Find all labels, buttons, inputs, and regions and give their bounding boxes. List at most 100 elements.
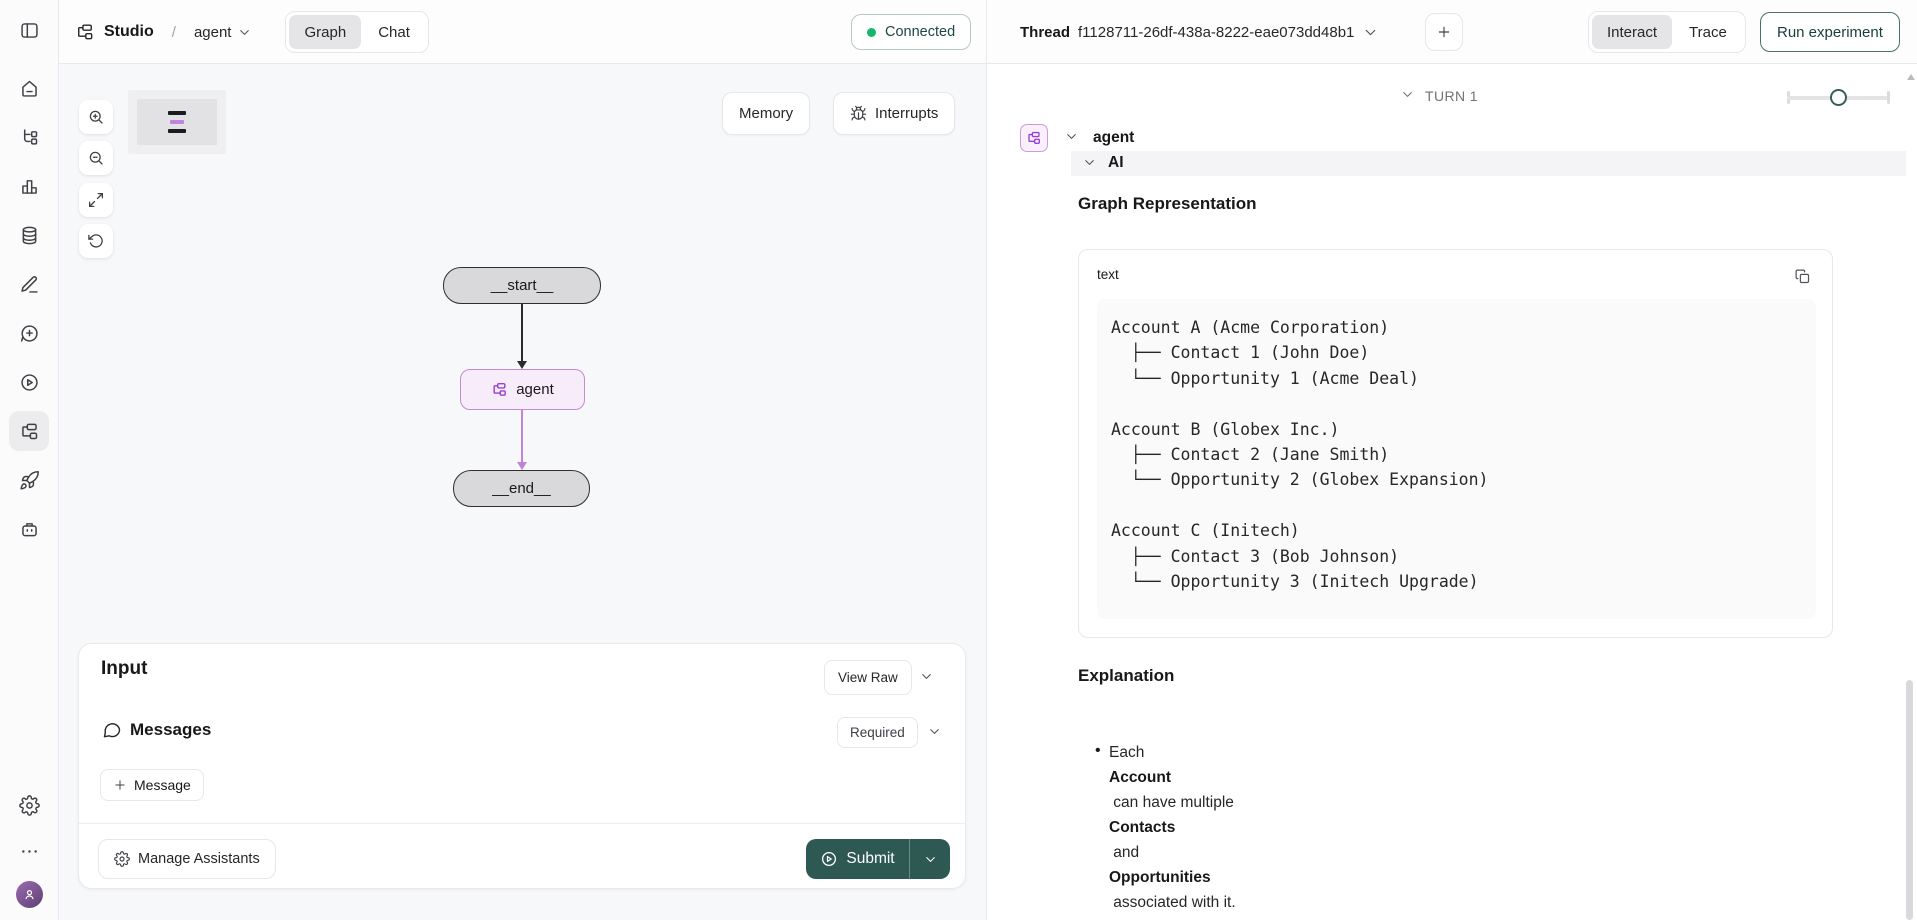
- add-message-button[interactable]: Message: [100, 769, 204, 801]
- code-block: Account A (Acme Corporation) ├── Contact…: [1097, 299, 1816, 619]
- copy-icon: [1794, 268, 1811, 285]
- assistant-label: agent: [193, 23, 232, 41]
- agent-node-label: agent: [516, 381, 554, 398]
- submit-options-button[interactable]: [909, 839, 950, 879]
- sidebar: [0, 0, 59, 920]
- sidebar-bottom: [9, 785, 49, 908]
- ellipsis-icon: [19, 841, 40, 862]
- gear-icon: [114, 851, 130, 867]
- connected-dot-icon: [867, 27, 876, 37]
- sidebar-item-playground[interactable]: [9, 362, 49, 402]
- interrupts-label: Interrupts: [875, 105, 939, 122]
- collapse-messages-icon[interactable]: [927, 724, 942, 739]
- copy-code-button[interactable]: [1790, 264, 1814, 288]
- connected-status-button[interactable]: Connected: [851, 14, 972, 50]
- charts-icon: [19, 176, 40, 197]
- thread-selector[interactable]: Thread f1128711-26df-438a-8222-eae073dd4…: [1020, 0, 1379, 64]
- scrollbar-up-arrow[interactable]: [1907, 74, 1915, 80]
- graph-node-start[interactable]: __start__: [443, 267, 601, 304]
- sidebar-item-studio[interactable]: [9, 411, 49, 451]
- zoom-out-button[interactable]: [79, 141, 113, 175]
- zoom-out-icon: [87, 149, 105, 167]
- sidebar-item-deployments[interactable]: [9, 460, 49, 500]
- start-node-label: __start__: [490, 277, 554, 294]
- agent-graph-icon: [491, 381, 508, 398]
- playground-icon: [19, 372, 40, 393]
- sidebar-nav: [9, 68, 49, 549]
- panel-toggle-icon: [19, 20, 40, 41]
- settings-button[interactable]: [9, 785, 49, 825]
- edge-start-agent-arrow: [516, 361, 527, 369]
- fit-view-button[interactable]: [79, 183, 113, 217]
- explanation-segment: can have multiple: [1109, 794, 1234, 811]
- sidebar-item-bot[interactable]: [9, 509, 49, 549]
- reset-icon: [87, 232, 105, 250]
- reset-view-button[interactable]: [79, 224, 113, 258]
- graph-minimap[interactable]: [128, 90, 226, 154]
- feedback-icon: [19, 323, 40, 344]
- studio-label: Studio: [104, 23, 154, 40]
- edge-agent-end: [521, 410, 523, 462]
- zoom-in-button[interactable]: [79, 100, 113, 134]
- memory-label: Memory: [739, 105, 794, 122]
- agent-row-label: agent: [1093, 129, 1135, 146]
- new-thread-button[interactable]: [1425, 13, 1463, 51]
- add-message-label: Message: [134, 777, 191, 793]
- tab-interact[interactable]: Interact: [1592, 15, 1673, 49]
- user-avatar[interactable]: [15, 881, 43, 908]
- tab-graph[interactable]: Graph: [289, 15, 362, 49]
- bug-icon: [850, 105, 867, 122]
- memory-button[interactable]: Memory: [722, 92, 811, 135]
- manage-assistants-label: Manage Assistants: [138, 851, 260, 867]
- ai-message-row[interactable]: AI: [1071, 151, 1906, 176]
- tab-chat[interactable]: Chat: [363, 15, 425, 49]
- scrollbar-thumb[interactable]: [1906, 680, 1913, 920]
- code-language-label: text: [1097, 267, 1119, 282]
- sidebar-item-charts[interactable]: [9, 166, 49, 206]
- sidebar-item-workflows[interactable]: [9, 117, 49, 157]
- plus-icon: [113, 778, 127, 792]
- more-button[interactable]: [9, 831, 49, 871]
- ai-collapse-icon[interactable]: [1082, 155, 1097, 170]
- collapse-input-icon[interactable]: [919, 669, 934, 684]
- studio-logo-icon: [75, 22, 95, 42]
- assistant-selector[interactable]: agent: [194, 24, 253, 41]
- view-toggle: Graph Chat: [285, 11, 429, 53]
- turn-collapse-icon[interactable]: [1400, 87, 1415, 102]
- manage-assistants-button[interactable]: Manage Assistants: [98, 839, 276, 879]
- deployments-icon: [19, 470, 40, 491]
- chevron-down-icon: [237, 25, 252, 40]
- panel-divider: [986, 0, 987, 920]
- bot-icon: [19, 519, 40, 540]
- slider-right-cap: [1887, 91, 1890, 104]
- view-raw-button[interactable]: View Raw: [824, 660, 912, 695]
- thread-id: f1128711-26df-438a-8222-eae073dd48b1: [1078, 23, 1355, 41]
- explanation-segment: Contacts: [1109, 819, 1176, 836]
- minimap-viewport: [137, 99, 217, 145]
- workflows-icon: [19, 127, 40, 148]
- explanation-title: Explanation: [1078, 666, 1175, 685]
- person-icon: [22, 887, 37, 902]
- input-card-divider: [79, 823, 965, 824]
- sidebar-item-home[interactable]: [9, 68, 49, 108]
- submit-button[interactable]: Submit: [806, 839, 909, 879]
- input-card: Input View Raw Messages Required Message…: [78, 643, 966, 889]
- turn-slider[interactable]: [1787, 89, 1890, 106]
- minimap-agent-node: [170, 120, 184, 124]
- slider-handle[interactable]: [1830, 89, 1847, 106]
- expand-icon: [87, 191, 105, 209]
- sidebar-item-annotate[interactable]: [9, 264, 49, 304]
- run-experiment-button[interactable]: Run experiment: [1760, 12, 1900, 52]
- graph-node-end[interactable]: __end__: [453, 470, 590, 507]
- connected-label: Connected: [885, 24, 956, 40]
- graph-node-agent[interactable]: agent: [460, 369, 585, 410]
- sidebar-toggle-button[interactable]: [9, 10, 49, 50]
- agent-collapse-icon[interactable]: [1064, 129, 1079, 144]
- home-icon: [19, 78, 40, 99]
- tab-trace[interactable]: Trace: [1674, 15, 1742, 49]
- sidebar-item-feedback[interactable]: [9, 313, 49, 353]
- edge-start-agent: [521, 304, 523, 361]
- interrupts-button[interactable]: Interrupts: [833, 92, 956, 135]
- sidebar-item-datasets[interactable]: [9, 215, 49, 255]
